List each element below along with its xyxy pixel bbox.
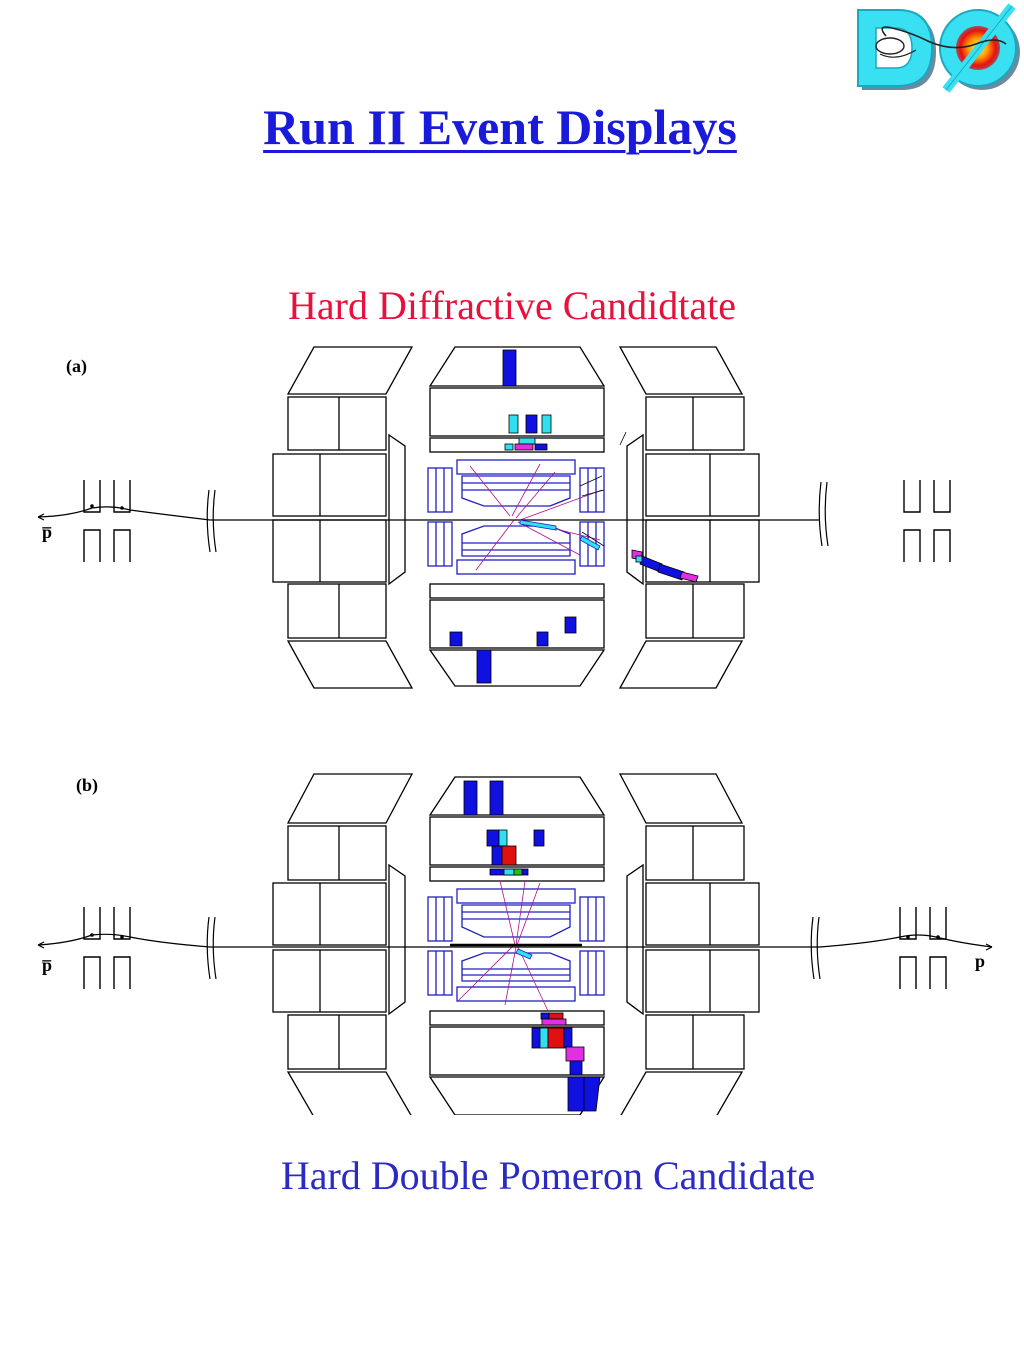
beam-label-right-b: p xyxy=(975,951,985,971)
page-title: Run II Event Displays xyxy=(263,99,737,155)
event-display-b: (b) p̅ p xyxy=(37,773,993,1115)
caption-hard-double-pomeron: Hard Double Pomeron Candidate xyxy=(280,1153,816,1198)
caption-hard-diffractive: Hard Diffractive Candidtate xyxy=(288,283,736,328)
panel-label-a: (a) xyxy=(66,356,87,377)
beam-label-left-b: p̅ xyxy=(42,955,52,975)
tower xyxy=(502,349,517,387)
event-display-a: (a) p̅ xyxy=(37,346,951,689)
logo-text: DØ xyxy=(846,2,848,3)
panel-label-b: (b) xyxy=(76,775,98,796)
beam-label-left-a: p̅ xyxy=(42,522,52,542)
d0-logo: DØ xyxy=(846,2,1020,93)
